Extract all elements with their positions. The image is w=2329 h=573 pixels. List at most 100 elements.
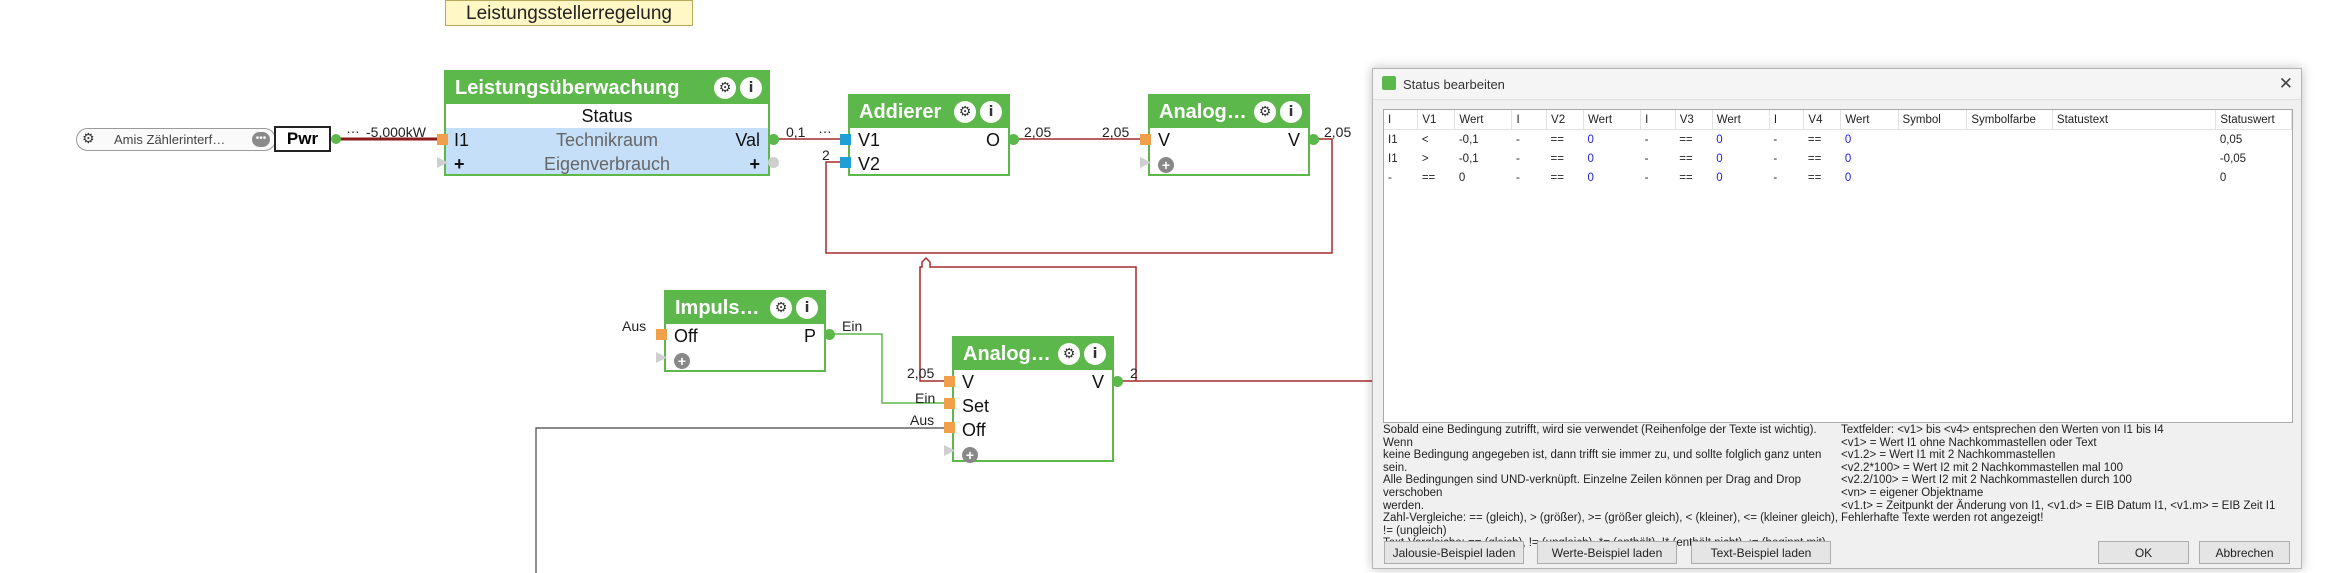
output-port[interactable] <box>1308 134 1319 145</box>
page-title[interactable]: Leistungsstellerregelung <box>445 0 693 26</box>
block-addierer[interactable]: Addierer ⚙ i V1 O V2 <box>848 94 1010 176</box>
info-icon[interactable]: i <box>740 77 762 99</box>
column-header[interactable]: V4 <box>1803 110 1842 130</box>
table-cell[interactable]: 0,05 <box>2219 133 2243 146</box>
add-row[interactable]: + <box>954 442 1112 466</box>
table-cell[interactable] <box>2052 168 2215 187</box>
table-cell[interactable]: - <box>1515 133 1520 146</box>
input-port[interactable] <box>944 445 955 456</box>
column-header[interactable]: Wert <box>1583 110 1642 130</box>
input-port[interactable] <box>1140 157 1151 168</box>
add-input-icon[interactable]: + <box>674 353 690 369</box>
ok-button[interactable]: OK <box>2098 541 2189 564</box>
table-cell[interactable]: - <box>1773 171 1778 184</box>
eigen-row[interactable]: + Eigenverbrauch + <box>446 152 768 174</box>
wire-p-set[interactable] <box>832 333 944 404</box>
output-port[interactable] <box>824 329 835 340</box>
info-icon[interactable]: i <box>1084 343 1106 365</box>
table-cell[interactable] <box>2052 130 2215 150</box>
table-cell[interactable]: 0 <box>1587 133 1594 146</box>
table-cell[interactable]: 0 <box>1844 152 1852 165</box>
set-row[interactable]: Set <box>954 394 1112 418</box>
column-header[interactable]: Statustext <box>2052 110 2217 130</box>
table-cell[interactable]: < <box>1421 133 1429 146</box>
pwr-output-port[interactable] <box>331 134 341 144</box>
info-icon[interactable]: i <box>980 101 1002 123</box>
table-cell[interactable]: 0 <box>1458 171 1466 184</box>
table-cell[interactable]: > <box>1421 152 1429 165</box>
output-port[interactable] <box>1112 376 1123 387</box>
wire-feedback[interactable] <box>919 256 1137 382</box>
gear-icon[interactable]: ⚙ <box>770 297 792 319</box>
input-port[interactable] <box>840 157 851 168</box>
off-row[interactable]: Off P <box>666 324 824 348</box>
output-port[interactable] <box>768 134 779 145</box>
table-cell[interactable]: == <box>1807 171 1822 184</box>
table-cell[interactable] <box>1898 149 1967 168</box>
block-leistungsueberwachung[interactable]: Leistungsüberwachung ⚙ i Status I1 Techn… <box>444 70 770 176</box>
table-cell[interactable]: I1 <box>1388 152 1398 165</box>
input-port[interactable] <box>840 134 851 145</box>
table-cell[interactable]: == <box>1679 133 1693 146</box>
add-icon[interactable]: + <box>454 154 465 174</box>
input-port[interactable] <box>437 157 448 168</box>
input-port[interactable] <box>1140 134 1151 145</box>
column-header[interactable]: Wert <box>1712 110 1770 130</box>
column-header[interactable]: Symbolfarbe <box>1966 110 2053 130</box>
cancel-button[interactable]: Abbrechen <box>2199 541 2290 564</box>
load-text-example-button[interactable]: Text-Beispiel laden <box>1691 541 1831 564</box>
input-port[interactable] <box>944 422 955 433</box>
load-jalousie-example-button[interactable]: Jalousie-Beispiel laden <box>1384 541 1524 564</box>
input-port[interactable] <box>437 134 448 145</box>
block-header[interactable]: Analog… ⚙ i <box>1150 96 1308 128</box>
add-row[interactable]: + <box>1150 152 1308 176</box>
load-values-example-button[interactable]: Werte-Beispiel laden <box>1537 541 1677 564</box>
info-icon[interactable]: i <box>796 297 818 319</box>
input-port[interactable] <box>656 329 667 340</box>
i1-row[interactable]: I1 Technikraum Val <box>446 128 768 152</box>
table-cell[interactable]: == <box>1550 133 1564 146</box>
table-cell[interactable]: 0 <box>1587 152 1594 165</box>
off-row[interactable]: Off <box>954 418 1112 442</box>
info-icon[interactable]: i <box>1280 101 1302 123</box>
table-cell[interactable]: 0 <box>1716 171 1723 184</box>
table-cell[interactable]: - <box>1644 152 1649 165</box>
column-header[interactable]: I <box>1640 110 1676 130</box>
add-input-icon[interactable]: + <box>962 447 978 463</box>
column-header[interactable]: I <box>1384 110 1419 130</box>
source-object[interactable]: ⚙ Amis Zählerinterf… ••• <box>76 128 276 151</box>
column-header[interactable]: Wert <box>1454 110 1513 130</box>
table-cell[interactable]: 0 <box>1716 152 1723 165</box>
table-cell[interactable]: 0 <box>1587 171 1594 184</box>
gear-icon[interactable]: ⚙ <box>82 131 95 147</box>
table-cell[interactable]: == <box>1807 152 1822 165</box>
gear-icon[interactable]: ⚙ <box>1058 343 1080 365</box>
v1-row[interactable]: V1 O <box>850 128 1008 152</box>
table-cell[interactable]: - <box>1644 171 1649 184</box>
more-icon[interactable]: ••• <box>252 132 270 147</box>
table-cell[interactable]: - <box>1773 133 1778 146</box>
table-cell[interactable]: == <box>1550 152 1564 165</box>
wire-loop-v2[interactable] <box>825 138 1333 254</box>
table-cell[interactable]: - <box>1644 133 1649 146</box>
input-port[interactable] <box>656 352 667 363</box>
table-cell[interactable]: 0 <box>1844 171 1852 184</box>
wire-off-input[interactable] <box>535 427 944 573</box>
block-header[interactable]: Impuls… ⚙ i <box>666 292 824 324</box>
table-cell[interactable] <box>2052 149 2215 168</box>
column-header[interactable]: V2 <box>1546 110 1585 130</box>
add-row[interactable]: + <box>666 348 824 372</box>
column-header[interactable]: Symbol <box>1898 110 1968 130</box>
add-icon[interactable]: + <box>749 154 760 174</box>
v2-row[interactable]: V2 <box>850 152 1008 176</box>
v-row[interactable]: V V <box>1150 128 1308 152</box>
table-cell[interactable]: - <box>1388 171 1392 184</box>
column-header[interactable]: V1 <box>1417 110 1456 130</box>
table-cell[interactable]: == <box>1550 171 1564 184</box>
block-impuls[interactable]: Impuls… ⚙ i Off P + <box>664 290 826 372</box>
output-port[interactable] <box>1008 134 1019 145</box>
table-cell[interactable]: == <box>1807 133 1822 146</box>
